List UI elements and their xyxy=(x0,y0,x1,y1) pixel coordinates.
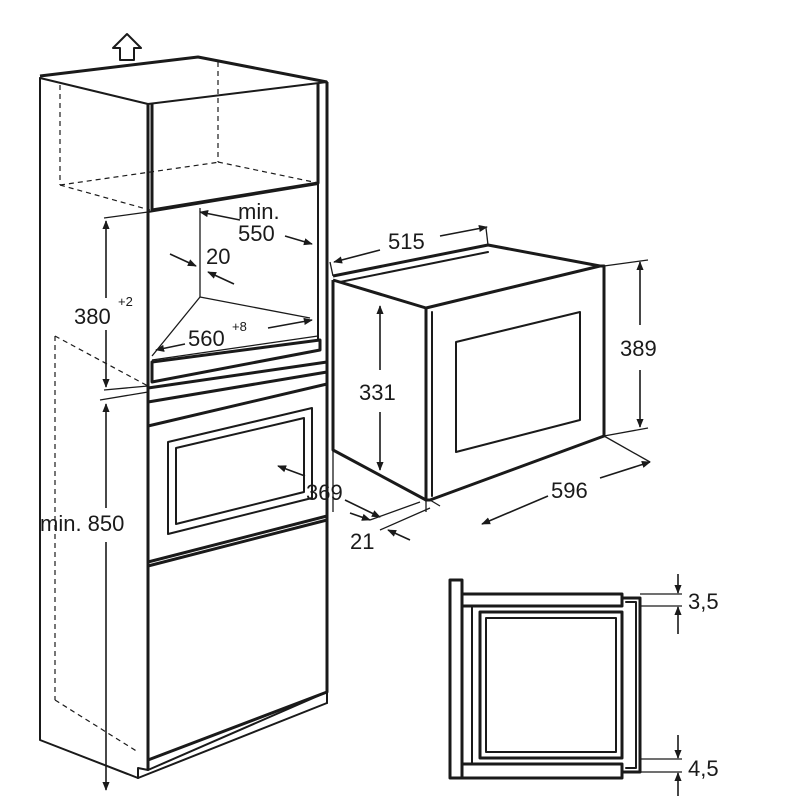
niche-width-dimension: 560 +8 xyxy=(155,317,313,352)
oven-body-width-label: 369 xyxy=(306,480,343,505)
tall-cabinet xyxy=(39,55,329,779)
front-thickness-label: 21 xyxy=(350,529,374,554)
niche-width-tolerance-label: +8 xyxy=(232,319,247,334)
oven-body-width-dimension: 369 xyxy=(277,450,427,518)
gap-top-label: 3,5 xyxy=(688,589,719,614)
oven-front-width-dimension: 596 xyxy=(429,435,651,525)
front-thickness-dimension: 21 xyxy=(349,501,431,554)
niche-depth-value-label: 550 xyxy=(238,221,275,246)
rear-gap-dimension: 20 xyxy=(169,244,235,285)
oven-body-height-label: 331 xyxy=(359,380,396,405)
niche-height-label: 380 xyxy=(74,304,111,329)
oven-depth-label: 515 xyxy=(388,229,425,254)
section-detail xyxy=(448,578,642,780)
oven-body-height-dimension: 331 xyxy=(359,305,396,471)
cabinet-height-label: min. 850 xyxy=(40,511,124,536)
oven-front-height-dimension: 389 xyxy=(603,259,657,437)
oven-front-width-label: 596 xyxy=(551,478,588,503)
niche-width-label: 560 xyxy=(188,326,225,351)
oven-depth-dimension: 515 xyxy=(329,224,489,277)
cabinet-height-dimension: min. 850 xyxy=(40,391,149,791)
niche-height-tolerance-label: +2 xyxy=(118,294,133,309)
niche-depth-dimension: min. 550 xyxy=(199,199,313,246)
up-arrow-icon xyxy=(112,33,142,61)
niche-height-dimension: 380 +2 xyxy=(74,211,149,391)
gap-top-dimension: 3,5 xyxy=(640,574,719,634)
gap-bottom-dimension: 4,5 xyxy=(640,735,719,796)
gap-bottom-label: 4,5 xyxy=(688,756,719,781)
rear-gap-label: 20 xyxy=(206,244,230,269)
built-in-oven xyxy=(331,243,606,502)
niche-depth-min-label: min. xyxy=(238,199,280,224)
oven-front-height-label: 389 xyxy=(620,336,657,361)
